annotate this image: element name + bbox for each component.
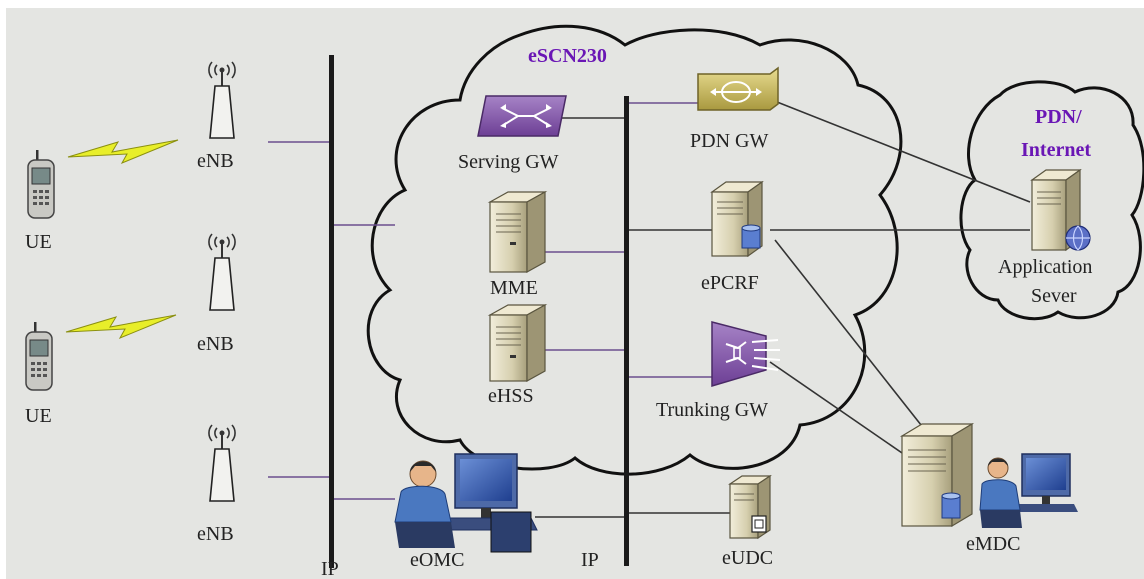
antenna-tower-icon bbox=[208, 61, 236, 139]
antenna-tower-icon bbox=[208, 233, 236, 311]
ue-label-1: UE bbox=[25, 231, 52, 253]
app-server-label-line2: Sever bbox=[1031, 285, 1077, 307]
gateway-icon bbox=[711, 321, 781, 388]
emdc-label: eMDC bbox=[966, 533, 1020, 555]
server-icon bbox=[728, 474, 772, 540]
app-server-label-line1: Application bbox=[998, 256, 1092, 278]
core-cloud-title: eSCN230 bbox=[528, 45, 607, 67]
ue-label-2: UE bbox=[25, 405, 52, 427]
web-server-icon bbox=[1030, 168, 1091, 252]
server-icon bbox=[487, 190, 548, 274]
operator-workstation-icon bbox=[394, 453, 538, 553]
ip-bus-left-label: IP bbox=[321, 558, 339, 579]
links bbox=[268, 99, 1031, 518]
enb-label-3: eNB bbox=[197, 523, 234, 545]
pdn-cloud-title-line1: PDN/ bbox=[1035, 106, 1082, 128]
trunking-gw-label: Trunking GW bbox=[656, 399, 768, 421]
enb-label-1: eNB bbox=[197, 150, 234, 172]
enb-label-2: eNB bbox=[197, 333, 234, 355]
mme-label: MME bbox=[490, 277, 538, 299]
lightning-icon bbox=[65, 314, 177, 340]
link-trunkinggw-emdc bbox=[769, 361, 906, 456]
eudc-label: eUDC bbox=[722, 547, 773, 569]
antenna-tower-icon bbox=[208, 424, 236, 502]
lightning-icon bbox=[67, 139, 179, 165]
router-icon bbox=[697, 66, 779, 111]
serving-gw-label: Serving GW bbox=[458, 151, 559, 173]
server-workstation-icon bbox=[899, 422, 1078, 528]
link-pdngw-appserver bbox=[771, 99, 1031, 203]
pdn-cloud-title-line2: Internet bbox=[1021, 139, 1091, 161]
pdn-gw-label: PDN GW bbox=[690, 130, 768, 152]
ehss-label: eHSS bbox=[488, 385, 534, 407]
link-epcrf-emdc bbox=[774, 239, 926, 431]
epcrf-label: ePCRF bbox=[701, 272, 759, 294]
server-icon bbox=[487, 303, 548, 383]
mobile-phone-icon bbox=[25, 322, 53, 391]
eomc-label: eOMC bbox=[410, 549, 464, 571]
database-server-icon bbox=[710, 180, 764, 258]
ip-bus-right bbox=[624, 96, 629, 566]
mobile-phone-icon bbox=[27, 150, 55, 219]
ip-bus-left bbox=[329, 55, 334, 568]
ip-bus-right-label: IP bbox=[581, 549, 599, 571]
router-icon bbox=[477, 95, 567, 137]
